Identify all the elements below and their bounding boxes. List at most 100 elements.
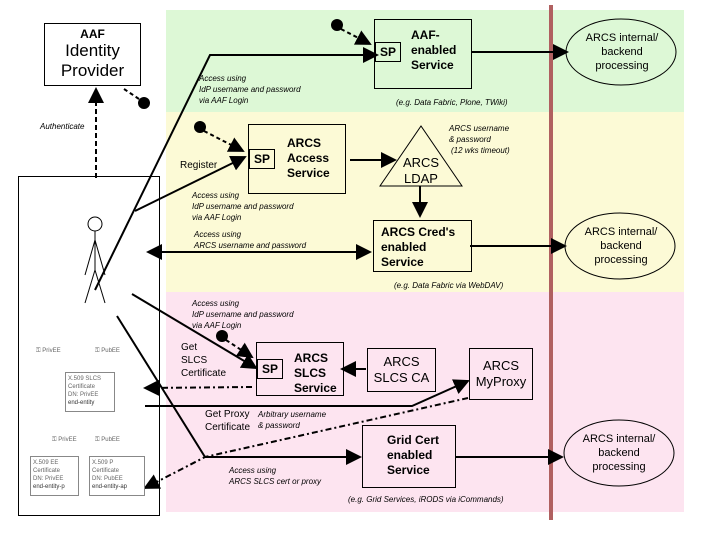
access-title-1: ARCS	[287, 136, 322, 150]
myproxy-note: Arbitrary username & password	[258, 409, 326, 431]
slcs-certificate-icon: X.509 SLCS Certificate DN: PrivEE end-en…	[65, 372, 115, 412]
note-line: Access using	[192, 299, 240, 308]
idp-label-identity: Identity	[65, 41, 120, 60]
cert-type: X.509	[68, 376, 84, 382]
backend-ellipse-creds	[564, 212, 676, 280]
ldap-label: ARCS LDAP	[393, 155, 449, 187]
slcs-title-1: ARCS	[294, 351, 329, 365]
cert-key: PubEE	[104, 476, 123, 482]
arcs-slcs-service-box: SP ARCS SLCS Service	[256, 342, 344, 396]
cert-entity: end-entity-p	[33, 484, 65, 490]
myproxy-title-2: MyProxy	[475, 374, 527, 389]
slcs-title-3: Service	[294, 381, 337, 395]
creds-title-2: enabled	[381, 240, 427, 254]
key-icon-priv-2: ⚿ PrivEE	[52, 437, 77, 443]
label-line: processing	[592, 461, 646, 473]
backend-ellipse-aaf	[565, 18, 677, 86]
backend-label-grid: ARCS internal/ backend processing	[569, 432, 669, 474]
myproxy-title-1: ARCS	[482, 358, 520, 373]
backend-ellipse-grid	[563, 419, 675, 487]
arcs-myproxy-box: ARCS MyProxy	[469, 348, 533, 400]
cert-badge: P	[109, 460, 114, 466]
register-label: Register	[180, 160, 218, 171]
access-sp-box: SP	[249, 149, 275, 169]
note-line: ARCS username	[449, 124, 510, 133]
access-service-note: Access using IdP username and password v…	[192, 190, 294, 223]
slcs-access-note: Access using IdP username and password v…	[192, 298, 294, 331]
cert-entity: end-entity	[68, 400, 95, 406]
creds-access-note: Access using ARCS username and password	[194, 229, 306, 251]
label-line: Certificate	[181, 368, 227, 379]
session-dot-slcs	[216, 330, 228, 342]
grid-title-3: Service	[387, 463, 430, 477]
slcs-ca-title-2: SLCS CA	[373, 370, 430, 385]
label-line: Get	[181, 342, 198, 353]
aaf-service-title-2: enabled	[411, 43, 457, 57]
note-line: Access using	[192, 191, 240, 200]
authenticate-label: Authenticate	[40, 122, 85, 131]
grid-access-note: Access using ARCS SLCS cert or proxy	[229, 465, 321, 487]
grid-access-arrow	[116, 315, 362, 465]
session-dot-idp	[138, 97, 150, 109]
note-line: (12 wks timeout)	[451, 146, 510, 155]
slcs-access-arrow	[131, 293, 258, 370]
cert-label: Certificate	[33, 468, 61, 474]
aaf-enabled-service-box: SP AAF- enabled Service	[374, 19, 472, 89]
label-line: backend	[598, 447, 640, 459]
note-line: Access using	[229, 466, 277, 475]
end-entity-ap-certificate-icon: X.509 P Certificate DN: PubEE end-entity…	[89, 456, 145, 496]
note-line: ARCS SLCS cert or proxy	[229, 477, 322, 486]
label-line: processing	[595, 60, 649, 72]
grid-service-example: (e.g. Grid Services, iRODS via iCommands…	[348, 495, 504, 504]
aaf-zone	[166, 10, 684, 112]
key-label: PrivEE	[42, 348, 61, 354]
creds-title-3: Service	[381, 255, 424, 269]
aaf-access-note: Access using IdP username and password v…	[199, 73, 301, 106]
arcs-access-service-box: SP ARCS Access Service	[248, 124, 346, 194]
aaf-service-title-3: Service	[411, 58, 454, 72]
register-arrow	[134, 155, 247, 212]
cert-label: Certificate	[92, 468, 120, 474]
note-line: ARCS username and password	[194, 241, 307, 250]
session-dot-aaf	[331, 19, 343, 31]
end-entity-proxy-certificate-icon: X.509 EE Certificate DN: PrivEE end-enti…	[30, 456, 79, 496]
label-line: ARCS internal/	[582, 433, 656, 445]
note-line: via AAF Login	[192, 213, 242, 222]
aaf-sp-box: SP	[375, 42, 401, 62]
cert-type: X.509	[92, 460, 108, 466]
key-icon-pub-2: ⚿ PubEE	[95, 437, 120, 443]
cert-dn: DN:	[68, 392, 79, 398]
grid-title-2: enabled	[387, 448, 433, 462]
cert-label: Certificate	[68, 384, 96, 390]
key-label: PubEE	[101, 348, 120, 354]
access-title-3: Service	[287, 166, 330, 180]
label-line: Get Proxy	[205, 409, 250, 420]
idp-label-aaf: AAF	[80, 27, 105, 41]
note-line: IdP username and password	[199, 85, 301, 94]
ldap-triangle	[379, 125, 463, 187]
cert-badge: EE	[50, 460, 59, 466]
ldap-note: ARCS username & password (12 wks timeout…	[449, 123, 510, 156]
get-proxy-label: Get Proxy Certificate	[205, 408, 250, 434]
cert-dn: DN:	[33, 476, 44, 482]
label-line: backend	[600, 240, 642, 252]
user-figure	[84, 216, 106, 304]
cert-entity: end-entity-ap	[92, 484, 128, 490]
note-line: Arbitrary username	[258, 410, 327, 419]
label-line: ARCS internal/	[584, 226, 658, 238]
backend-label-creds: ARCS internal/ backend processing	[571, 225, 671, 267]
slcs-sp-box: SP	[257, 359, 283, 379]
grid-title-1: Grid Cert	[387, 433, 440, 447]
cert-dn: DN:	[92, 476, 103, 482]
note-line: Access using	[194, 230, 242, 239]
cert-type: X.509	[33, 460, 49, 466]
key-label: PrivEE	[58, 437, 77, 443]
aaf-access-arrow	[94, 47, 379, 291]
note-line: IdP username and password	[192, 310, 294, 319]
note-line: Access using	[199, 74, 247, 83]
backend-label-aaf: ARCS internal/ backend processing	[572, 31, 672, 73]
arcs-slcs-ca-box: ARCS SLCS CA	[367, 348, 436, 392]
arcs-creds-service-box: ARCS Cred's enabled Service	[373, 220, 472, 272]
ldap-title-2: LDAP	[404, 171, 438, 186]
